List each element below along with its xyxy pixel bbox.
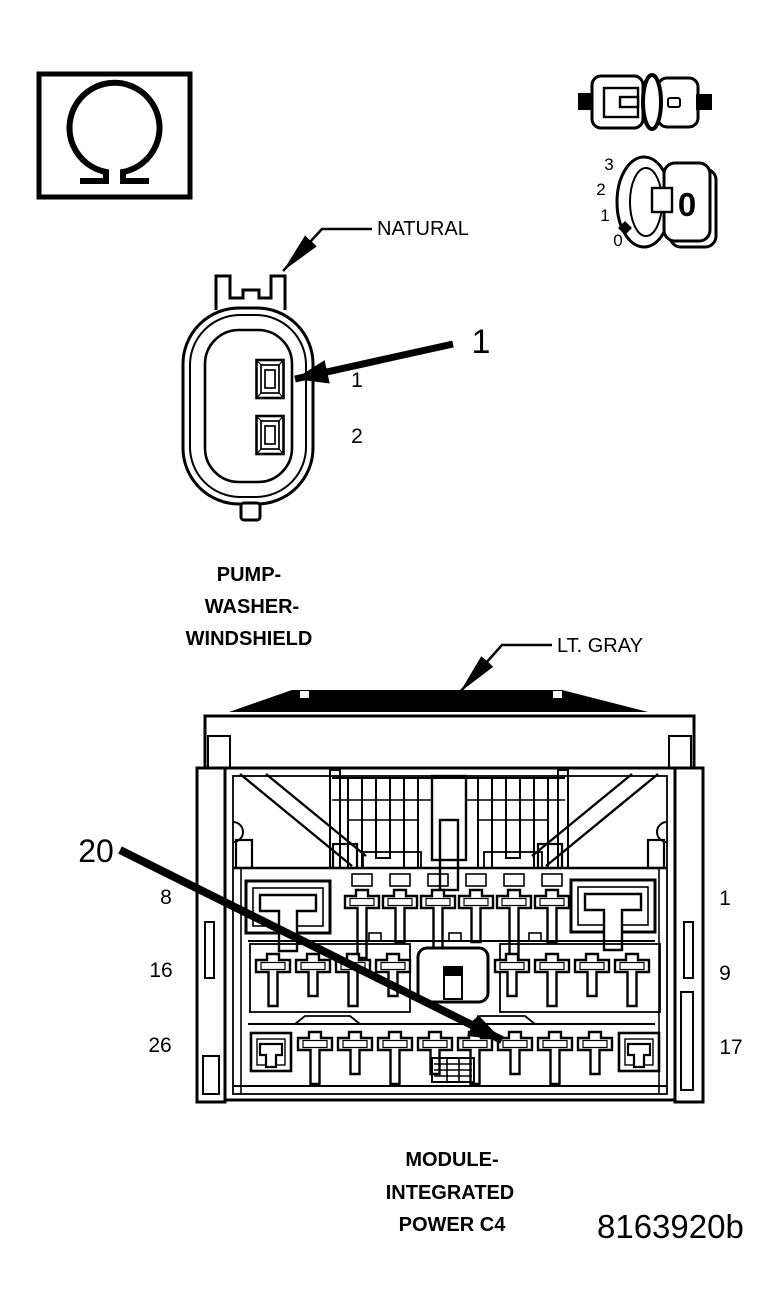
wire-stub-right-icon (696, 94, 712, 110)
pin-25-terminal (296, 1030, 334, 1086)
dial-tick-0: 0 (613, 231, 622, 250)
natural-leader-arrow (282, 227, 372, 272)
rib-cluster (329, 769, 569, 892)
row3-right-pin-label: 17 (719, 1036, 742, 1059)
small-connector-pin-2-label: 2 (351, 425, 363, 448)
pin-10-terminal (573, 952, 611, 998)
pin-1-terminal (569, 878, 657, 952)
pin-26-terminal (249, 1031, 293, 1073)
pin-row-3 (249, 1030, 661, 1086)
pin-19-terminal (536, 1030, 574, 1086)
pin-16-terminal (254, 952, 292, 1008)
dial-pointer-icon (618, 221, 632, 235)
key-face-label: 0 (678, 186, 696, 223)
callout-1-arrow (294, 340, 454, 384)
pin-20-terminal (496, 1030, 534, 1076)
mating-connector-icon (578, 73, 712, 131)
pin-2-terminal (533, 888, 571, 944)
pin-11-terminal (533, 952, 571, 1008)
pin-3-terminal (495, 888, 533, 960)
row2-left-pin-label: 16 (149, 959, 172, 982)
wire-stub-left-icon (578, 93, 594, 110)
large-connector-name-line-2: INTEGRATED (386, 1182, 515, 1204)
row2-right-pin-label: 9 (719, 962, 731, 985)
pin-7-terminal (343, 888, 381, 960)
pin-24-terminal (336, 1030, 374, 1076)
small-connector-pin-2-terminal (255, 414, 285, 456)
pin-18-terminal (576, 1030, 614, 1076)
key-dial-icon: 3 2 1 0 0 (596, 155, 718, 250)
row1-left-pin-label: 8 (160, 886, 172, 909)
large-connector-name-line-1: MODULE- (405, 1149, 498, 1171)
pin-row-1 (244, 873, 657, 960)
pin-row-2 (249, 943, 661, 1013)
callout-1-label: 1 (472, 323, 491, 361)
small-connector-pin-1-label: 1 (351, 369, 363, 392)
row1-right-pin-label: 1 (719, 887, 731, 910)
connector-keyway (416, 946, 490, 1004)
resistance-symbol-icon (36, 71, 193, 200)
large-connector-name-line-3: POWER C4 (399, 1214, 507, 1236)
pin-17-terminal (617, 1031, 661, 1073)
small-connector-pin-1-terminal (255, 358, 285, 400)
pin-4-terminal (457, 888, 495, 944)
callout-20-arrow (118, 846, 504, 1044)
dial-tick-2: 2 (596, 180, 605, 199)
pin-15-terminal (294, 952, 332, 998)
dial-tick-1: 1 (600, 206, 609, 225)
pin-6-terminal (381, 888, 419, 944)
part-number: 8163920b (597, 1208, 744, 1245)
callout-20-label: 20 (78, 833, 114, 869)
lt-gray-leader-arrow (459, 643, 552, 693)
pin-23-terminal (376, 1030, 414, 1086)
small-connector-name-line-1: PUMP- (217, 564, 281, 586)
large-connector-color-label: LT. GRAY (557, 635, 643, 657)
large-connector-drawing (195, 690, 705, 1104)
dial-tick-3: 3 (604, 155, 613, 174)
small-connector-drawing (181, 274, 315, 522)
row3-left-pin-label: 26 (148, 1034, 171, 1057)
pin-9-terminal (613, 952, 651, 1008)
small-connector-color-label: NATURAL (377, 218, 469, 240)
connector-top-seal (229, 690, 648, 712)
small-connector-name-line-3: WINDSHIELD (186, 628, 313, 650)
center-grille (431, 1057, 475, 1083)
small-connector-name-line-2: WASHER- (205, 596, 299, 618)
